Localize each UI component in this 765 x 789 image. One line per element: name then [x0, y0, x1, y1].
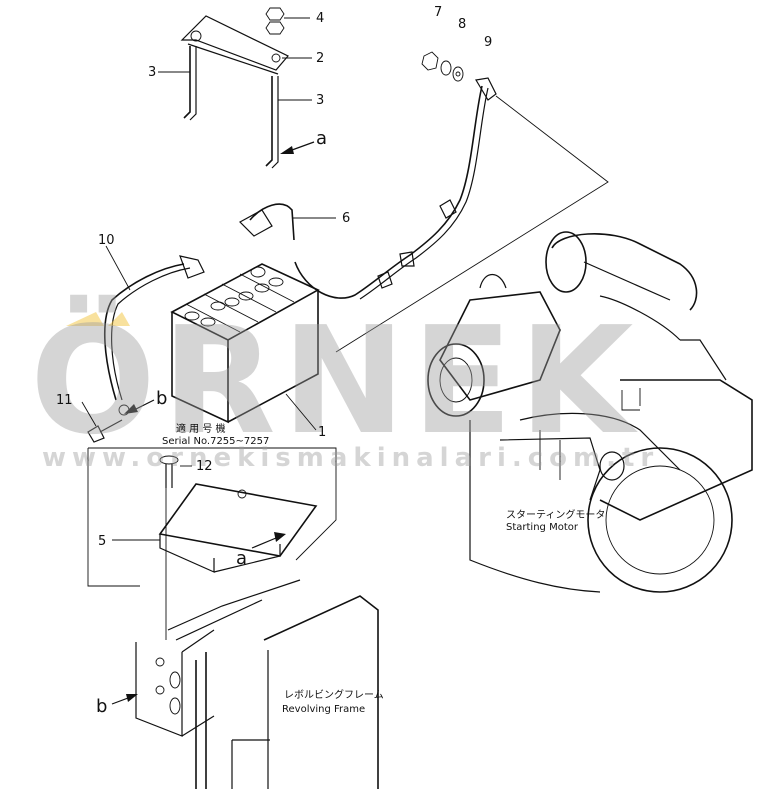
callout-1: 1 — [318, 425, 326, 440]
leader-lines — [81, 17, 336, 541]
watermark-brand: ÖRNEK — [30, 294, 639, 467]
callout-11: 11 — [56, 393, 73, 408]
mounting-plate-group — [87, 447, 337, 640]
revolving-frame — [111, 579, 379, 789]
bracket-assembly — [180, 7, 315, 169]
notes: 適 用 号 機 Serial No.7255~7257 スターティングモータ S… — [162, 422, 605, 715]
hardware-7-8-9 — [421, 51, 464, 82]
callout-10: 10 — [98, 233, 115, 248]
starting-motor-jp: スターティングモータ — [506, 508, 605, 521]
callout-7: 7 — [434, 5, 442, 20]
serial-en: Serial No.7255~7257 — [162, 436, 269, 447]
callout-12: 12 — [196, 459, 213, 474]
callout-2: 2 — [316, 51, 324, 66]
ref-b-left: b — [156, 388, 167, 409]
ground-cable — [239, 77, 497, 300]
ref-b-bottom: b — [96, 696, 107, 717]
engine — [427, 231, 753, 593]
callout-3-right: 3 — [316, 93, 324, 108]
callout-4: 4 — [316, 11, 324, 26]
starting-motor-en: Starting Motor — [506, 522, 579, 533]
callout-9: 9 — [484, 35, 492, 50]
serial-jp: 適 用 号 機 — [176, 422, 226, 435]
watermark-accent-right — [108, 312, 130, 326]
watermark-url: www.ornekismakinalari.com.tr — [42, 443, 659, 473]
ref-a-bottom: a — [236, 548, 247, 569]
reference-letters: a a b b — [96, 128, 327, 717]
callout-5: 5 — [98, 534, 106, 549]
ref-a-top: a — [316, 128, 327, 149]
watermark: ÖRNEK www.ornekismakinalari.com.tr — [30, 294, 659, 473]
revolving-frame-en: Revolving Frame — [282, 704, 365, 715]
callout-8: 8 — [458, 17, 466, 32]
callouts: 4 2 3 3 7 8 9 6 10 1 11 12 5 — [56, 5, 492, 549]
battery — [170, 263, 320, 424]
revolving-frame-jp: レボルビングフレーム — [284, 688, 384, 701]
leader-line-engine — [335, 95, 609, 353]
callout-3-left: 3 — [148, 65, 156, 80]
callout-6: 6 — [342, 211, 350, 226]
cable-10 — [87, 255, 205, 443]
watermark-accent-left — [66, 312, 104, 326]
